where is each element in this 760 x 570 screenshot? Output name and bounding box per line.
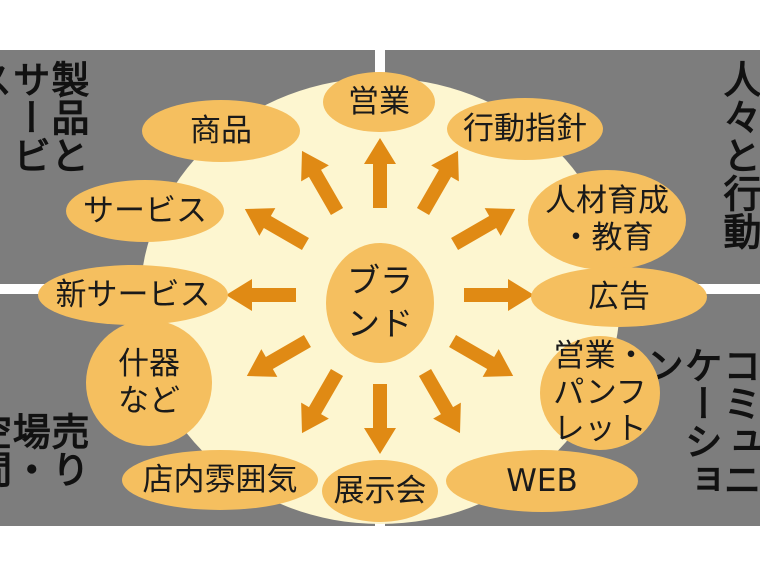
arrow-right <box>464 279 534 311</box>
arrow-up-left <box>288 142 351 220</box>
node-service: サービス <box>66 180 224 242</box>
quadrant-label-retail: 売り場・空間 <box>0 412 89 488</box>
node-sales: 営業 <box>323 72 435 132</box>
node-ads: 広告 <box>531 267 707 327</box>
arrow-down <box>364 384 396 454</box>
arrow-up <box>364 138 396 208</box>
node-web: WEB <box>446 450 638 512</box>
quadrant-label-products: 製品とサービス <box>0 60 89 174</box>
arrow-up-right <box>409 142 472 220</box>
arrow-lower-right <box>444 327 522 390</box>
quadrant-label-communication: コミュニケーション <box>639 346 760 498</box>
node-product: 商品 <box>142 100 300 162</box>
arrow-upper-left <box>236 195 314 258</box>
quadrant-label-people: 人々と行動 <box>717 60 760 250</box>
node-pamphlet: 営業・ パンフ レット <box>540 336 660 450</box>
arrow-left <box>226 279 296 311</box>
brand-center: ブラ ンド <box>326 243 434 363</box>
node-ambience: 店内雰囲気 <box>122 450 318 510</box>
arrow-down-left <box>288 364 351 442</box>
arrow-down-right <box>411 364 474 442</box>
node-fixtures: 什器 など <box>86 320 212 446</box>
node-hr-training: 人材育成 ・教育 <box>528 170 686 270</box>
node-new-service: 新サービス <box>38 265 228 325</box>
arrow-upper-right <box>446 195 524 258</box>
node-conduct: 行動指針 <box>447 98 603 160</box>
arrow-lower-left <box>238 327 316 390</box>
node-exhibition: 展示会 <box>322 460 438 522</box>
